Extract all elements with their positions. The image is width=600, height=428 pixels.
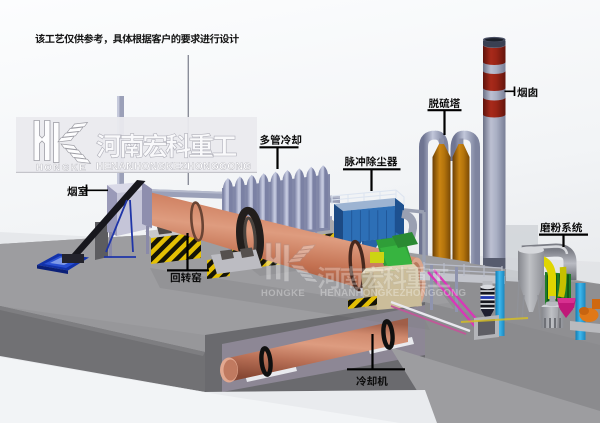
svg-text:HONGKE: HONGKE xyxy=(36,163,87,174)
svg-text:HONGKE: HONGKE xyxy=(261,287,305,298)
svg-text:HENANHONGKEZHONGGONG: HENANHONGKEZHONGGONG xyxy=(320,288,466,299)
svg-text:HENANHONGKEZHONGGONG: HENANHONGKEZHONGGONG xyxy=(96,162,251,173)
